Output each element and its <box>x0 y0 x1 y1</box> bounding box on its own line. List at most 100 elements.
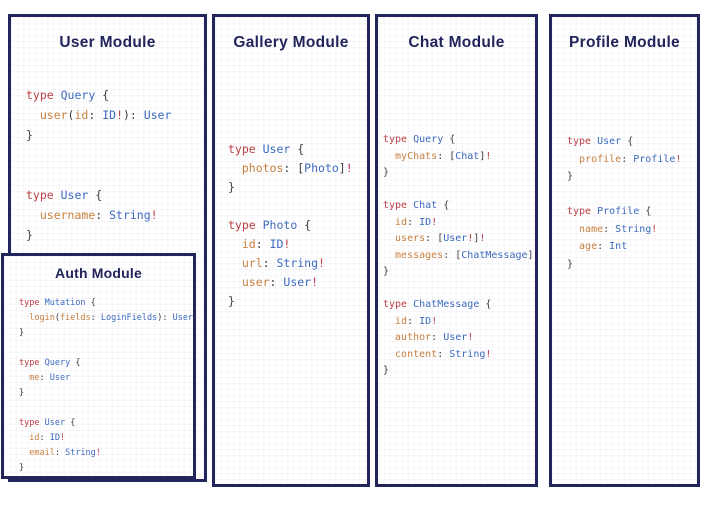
code-token: ChatMessage <box>413 299 486 310</box>
code-token: type <box>228 218 263 232</box>
code-line: me: User <box>19 371 193 386</box>
profile-module-panel: Profile Module type User { profile: Prof… <box>549 14 700 487</box>
code-line: } <box>228 178 367 197</box>
code-line: } <box>383 363 535 380</box>
code-token: Chat <box>455 150 480 162</box>
code-token: ( <box>54 313 60 323</box>
code-token: String <box>449 348 486 360</box>
code-line: author: User! <box>383 330 535 347</box>
code-token: ! <box>59 433 66 443</box>
code-token: { <box>627 136 634 147</box>
code-token: content <box>383 348 438 360</box>
code-token: } <box>19 328 25 338</box>
code-line <box>19 401 193 416</box>
code-token: } <box>228 180 235 194</box>
code-token: { <box>645 206 652 217</box>
code-line: type Profile { <box>567 203 697 221</box>
code-token: ID <box>49 433 60 443</box>
code-token: id <box>383 216 408 228</box>
code-token: profile <box>567 153 622 165</box>
code-line: } <box>26 125 204 145</box>
code-line: url: String! <box>228 254 367 273</box>
code-line: id: ID! <box>383 215 535 232</box>
auth-module-panel: Auth Module type Mutation { login(fields… <box>1 253 196 479</box>
code-line: type Query { <box>26 85 204 105</box>
code-token: : <box>407 315 420 327</box>
code-line: profile: Profile! <box>567 151 697 169</box>
code-token: } <box>19 463 25 473</box>
code-token: ! <box>467 332 474 343</box>
code-token: ! <box>150 208 158 222</box>
code-token: User <box>172 313 193 323</box>
user-module-code: type Query { user(id: ID!): User} type U… <box>11 85 204 245</box>
code-token: : <box>597 241 610 252</box>
code-line: user(id: ID!): User <box>26 105 204 125</box>
code-token: ID <box>419 315 432 327</box>
code-token: ! <box>467 233 474 244</box>
code-token: : [ <box>437 150 456 162</box>
code-line <box>228 197 367 216</box>
code-line: } <box>19 461 193 476</box>
code-token: type <box>19 298 45 308</box>
auth-module-code: type Mutation { login(fields: LoginField… <box>4 296 193 476</box>
code-token: type <box>26 188 61 202</box>
code-line: type User { <box>567 133 697 151</box>
code-token: user <box>26 108 68 122</box>
code-line: type Mutation { <box>19 296 193 311</box>
code-line <box>383 281 535 298</box>
code-token: type <box>567 206 598 217</box>
code-line: type Query { <box>383 132 535 149</box>
code-token: Photo <box>304 161 339 175</box>
code-token: : <box>255 237 270 251</box>
code-line: photos: [Photo]! <box>228 159 367 178</box>
code-token: : <box>88 108 103 122</box>
code-token: type <box>228 142 263 156</box>
code-line: id: ID! <box>228 235 367 254</box>
auth-module-title: Auth Module <box>55 265 142 281</box>
code-token: email <box>19 448 55 458</box>
code-line: } <box>383 264 535 281</box>
code-token: age <box>567 241 598 252</box>
chat-module-title: Chat Module <box>408 34 505 51</box>
code-token: ! <box>95 448 101 458</box>
code-token: } <box>19 388 25 398</box>
code-token: ! <box>485 150 492 162</box>
user-module-title: User Module <box>59 34 156 51</box>
code-token: : <box>431 332 444 343</box>
code-token: : [ <box>283 161 305 175</box>
code-line: } <box>228 292 367 311</box>
code-token: } <box>26 228 33 242</box>
code-token: id <box>383 315 408 327</box>
code-token: String <box>615 223 652 235</box>
code-token: Profile <box>597 206 646 217</box>
code-token: Photo <box>262 218 305 232</box>
code-token: ! <box>431 315 438 327</box>
code-token: User <box>597 136 628 147</box>
code-token: String <box>65 448 96 458</box>
code-token: type <box>567 136 598 147</box>
code-token: { <box>304 218 312 232</box>
code-token: } <box>26 128 33 142</box>
code-line: } <box>19 326 193 341</box>
code-line: myChats: [Chat]! <box>383 149 535 166</box>
code-token: ID <box>419 216 432 228</box>
code-token: ] <box>473 233 480 244</box>
code-line: type Chat { <box>383 198 535 215</box>
code-token: User <box>443 233 468 244</box>
code-token: ! <box>345 161 353 175</box>
code-token: fields <box>59 313 91 323</box>
code-token: Query <box>60 88 103 102</box>
code-line: } <box>383 165 535 182</box>
code-token: { <box>102 88 110 102</box>
code-token: : <box>437 348 450 360</box>
code-token: : <box>407 216 420 228</box>
code-token: { <box>449 134 456 145</box>
code-line: type User { <box>19 416 193 431</box>
code-token: User <box>49 373 71 383</box>
code-line <box>26 165 204 185</box>
code-line: } <box>567 256 697 274</box>
code-token: type <box>19 358 45 368</box>
code-token: url <box>228 256 263 270</box>
code-token: ! <box>116 108 123 122</box>
code-token: username <box>26 208 96 222</box>
